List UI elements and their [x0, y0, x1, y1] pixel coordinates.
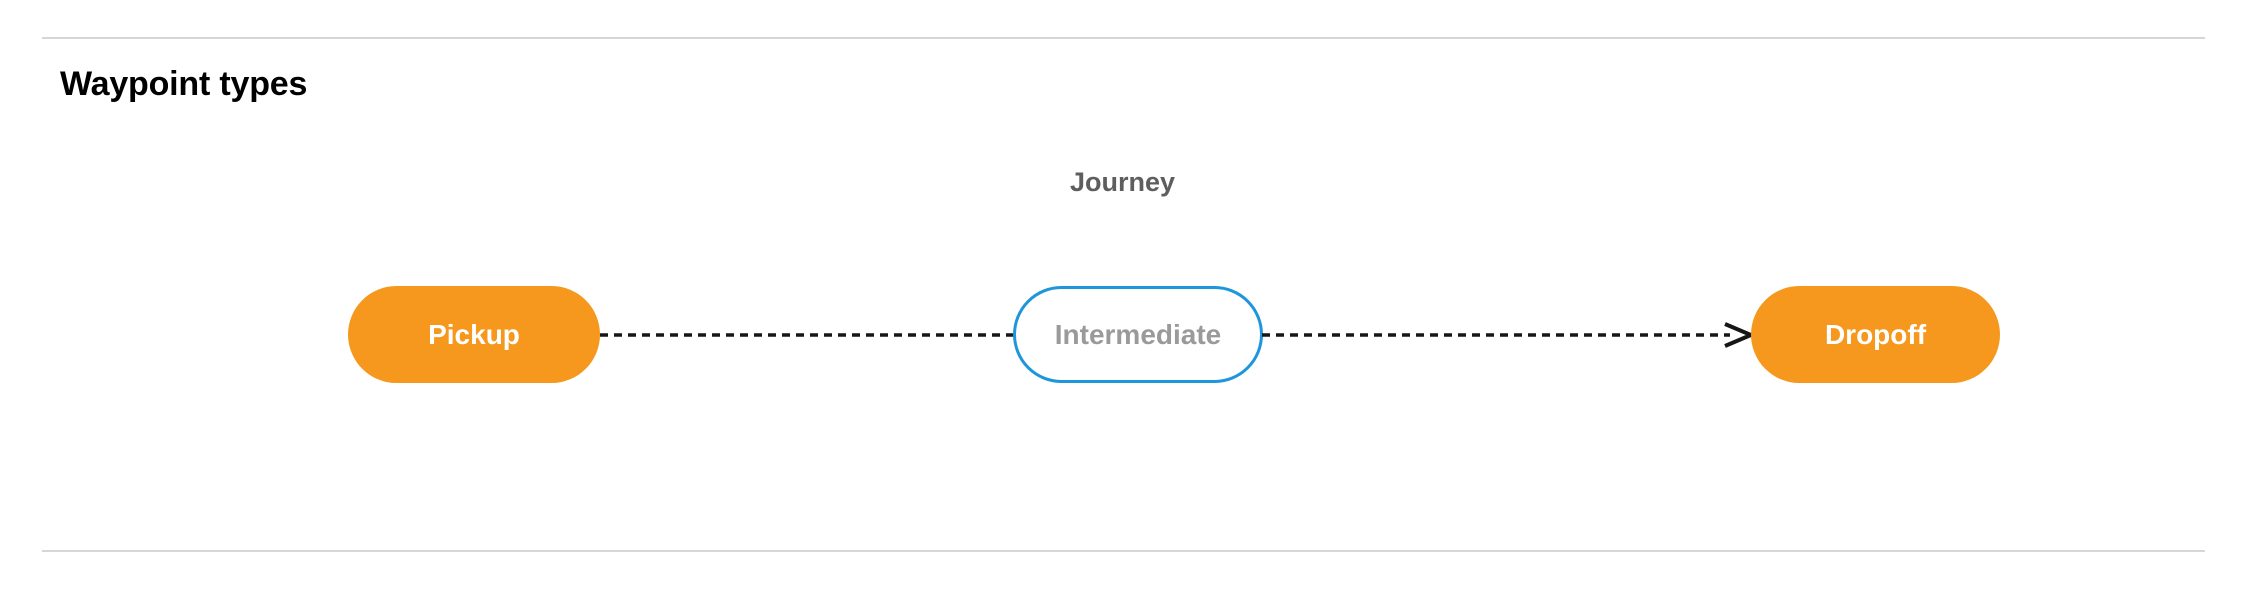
node-dropoff[interactable]: Dropoff: [1751, 286, 2000, 383]
node-pickup[interactable]: Pickup: [348, 286, 600, 383]
node-intermediate-label: Intermediate: [1054, 318, 1222, 350]
edge-pickup-to-intermediate: [600, 318, 1015, 352]
page-title: Waypoint types: [60, 65, 308, 103]
section-divider-top: [42, 37, 2205, 39]
node-dropoff-label: Dropoff: [1824, 318, 1927, 350]
section-divider-bottom: [42, 550, 2205, 552]
node-intermediate[interactable]: Intermediate: [1013, 286, 1263, 383]
journey-group-label: Journey: [1069, 167, 1176, 197]
node-pickup-label: Pickup: [428, 318, 520, 350]
edge-intermediate-to-dropoff: [1262, 318, 1754, 352]
